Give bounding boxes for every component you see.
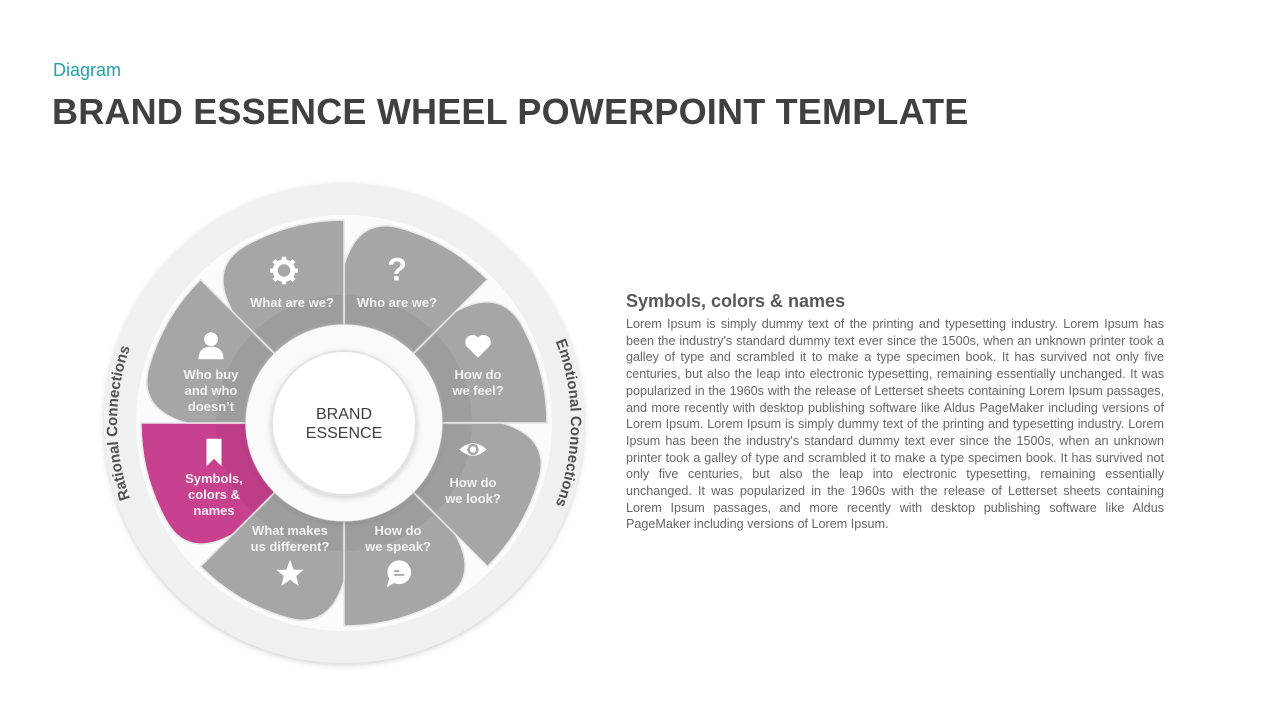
segment-label: Who are we? (356, 295, 438, 310)
segment-inner-shade (416, 424, 472, 512)
svg-text:?: ? (387, 256, 407, 286)
eye-icon (458, 435, 488, 470)
heart-icon (463, 332, 493, 367)
page-title: BRAND ESSENCE WHEEL POWERPOINT TEMPLATE (52, 91, 969, 132)
speech-bubble-icon (383, 559, 413, 594)
brand-essence-wheel: Rational Connections Emotional Connectio… (104, 183, 584, 663)
center-line-2: ESSENCE (305, 425, 383, 442)
segment-inner-shade (416, 334, 472, 422)
user-icon (196, 331, 226, 366)
segment-inner-shade (345, 295, 433, 351)
segment-label: Symbols,colors &names (185, 471, 243, 518)
bookmark-icon (199, 438, 229, 473)
category-label: Diagram (53, 60, 122, 80)
segment-inner-shade (255, 495, 343, 551)
center-circle (271, 350, 417, 496)
question-icon: ? (382, 252, 412, 291)
segment-inner-shade (216, 424, 272, 512)
description-body: Lorem Ipsum is simply dummy text of the … (626, 317, 1164, 532)
segment-label: What are we? (250, 295, 334, 310)
segment-inner-shade (255, 295, 343, 351)
gear-icon (269, 256, 299, 291)
description-title: Symbols, colors & names (626, 291, 846, 311)
segment-inner-shade (345, 495, 433, 551)
star-icon (275, 559, 305, 594)
segment-inner-shade (216, 334, 272, 422)
center-line-1: BRAND (315, 406, 372, 423)
brand-essence-center: BRAND ESSENCE (306, 405, 382, 443)
